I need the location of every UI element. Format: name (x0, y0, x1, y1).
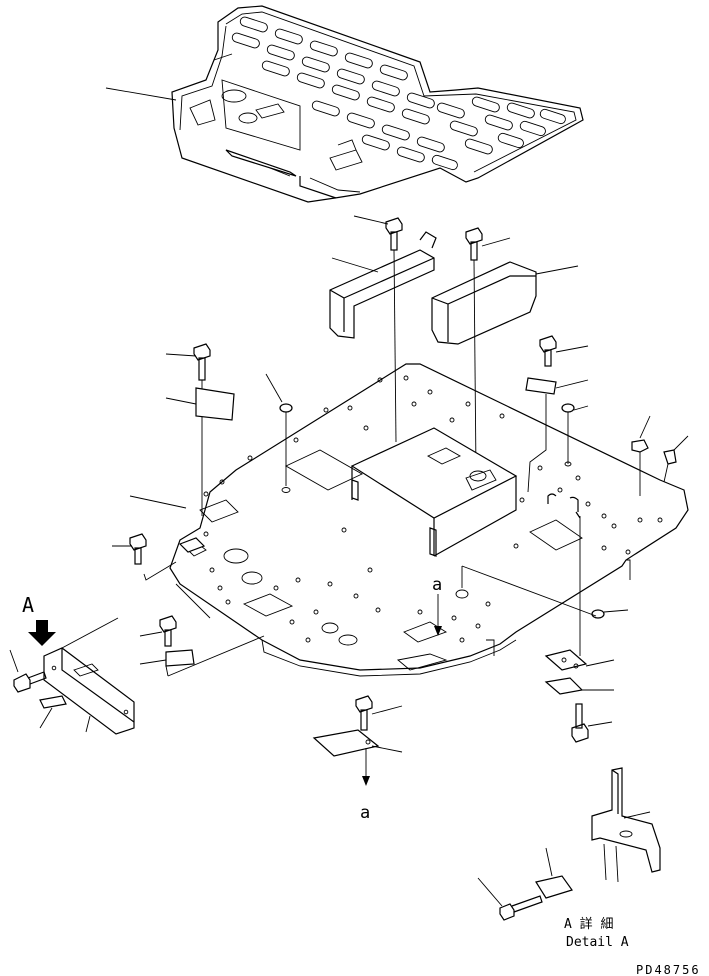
bracket-left (178, 537, 206, 553)
detail-a-en: Detail A (566, 935, 629, 950)
bolt-bottom-center: a (312, 695, 403, 823)
bolt-left-1 (165, 343, 211, 516)
bolt-right-2 (461, 516, 629, 656)
floor-mat (105, 5, 584, 203)
ref-a-bottom: a (360, 803, 370, 823)
shim-right (544, 677, 614, 695)
bolt-left-2 (112, 533, 177, 581)
washer-left (165, 387, 235, 421)
view-marker-label: A (22, 593, 34, 617)
detail-a: A 詳 細 Detail A (477, 767, 661, 950)
clip-far-right (663, 435, 689, 483)
side-panel (43, 617, 135, 735)
ref-a-top: a (432, 575, 442, 636)
detail-a-jp: A 詳 細 (564, 916, 613, 932)
cover-left (329, 231, 437, 339)
plug-right (561, 403, 589, 467)
bolt-panel (9, 649, 47, 693)
bolt-top-right (465, 227, 511, 473)
label-strip (39, 695, 91, 733)
ref-a-top-label: a (432, 575, 442, 595)
bolt-right-3 (571, 703, 613, 743)
plug-left (265, 373, 293, 493)
cover-right (431, 261, 579, 345)
bolt-right-1 (539, 335, 589, 367)
view-arrow-A: A (22, 593, 56, 646)
floor-plate (129, 363, 689, 677)
bolt-left-3 (139, 615, 265, 677)
block-right (544, 649, 615, 671)
bolt-top-left (353, 215, 403, 443)
plate-right-1 (525, 377, 589, 493)
plug-far-right (631, 415, 651, 496)
drawing-code: PD48756 (636, 963, 701, 976)
